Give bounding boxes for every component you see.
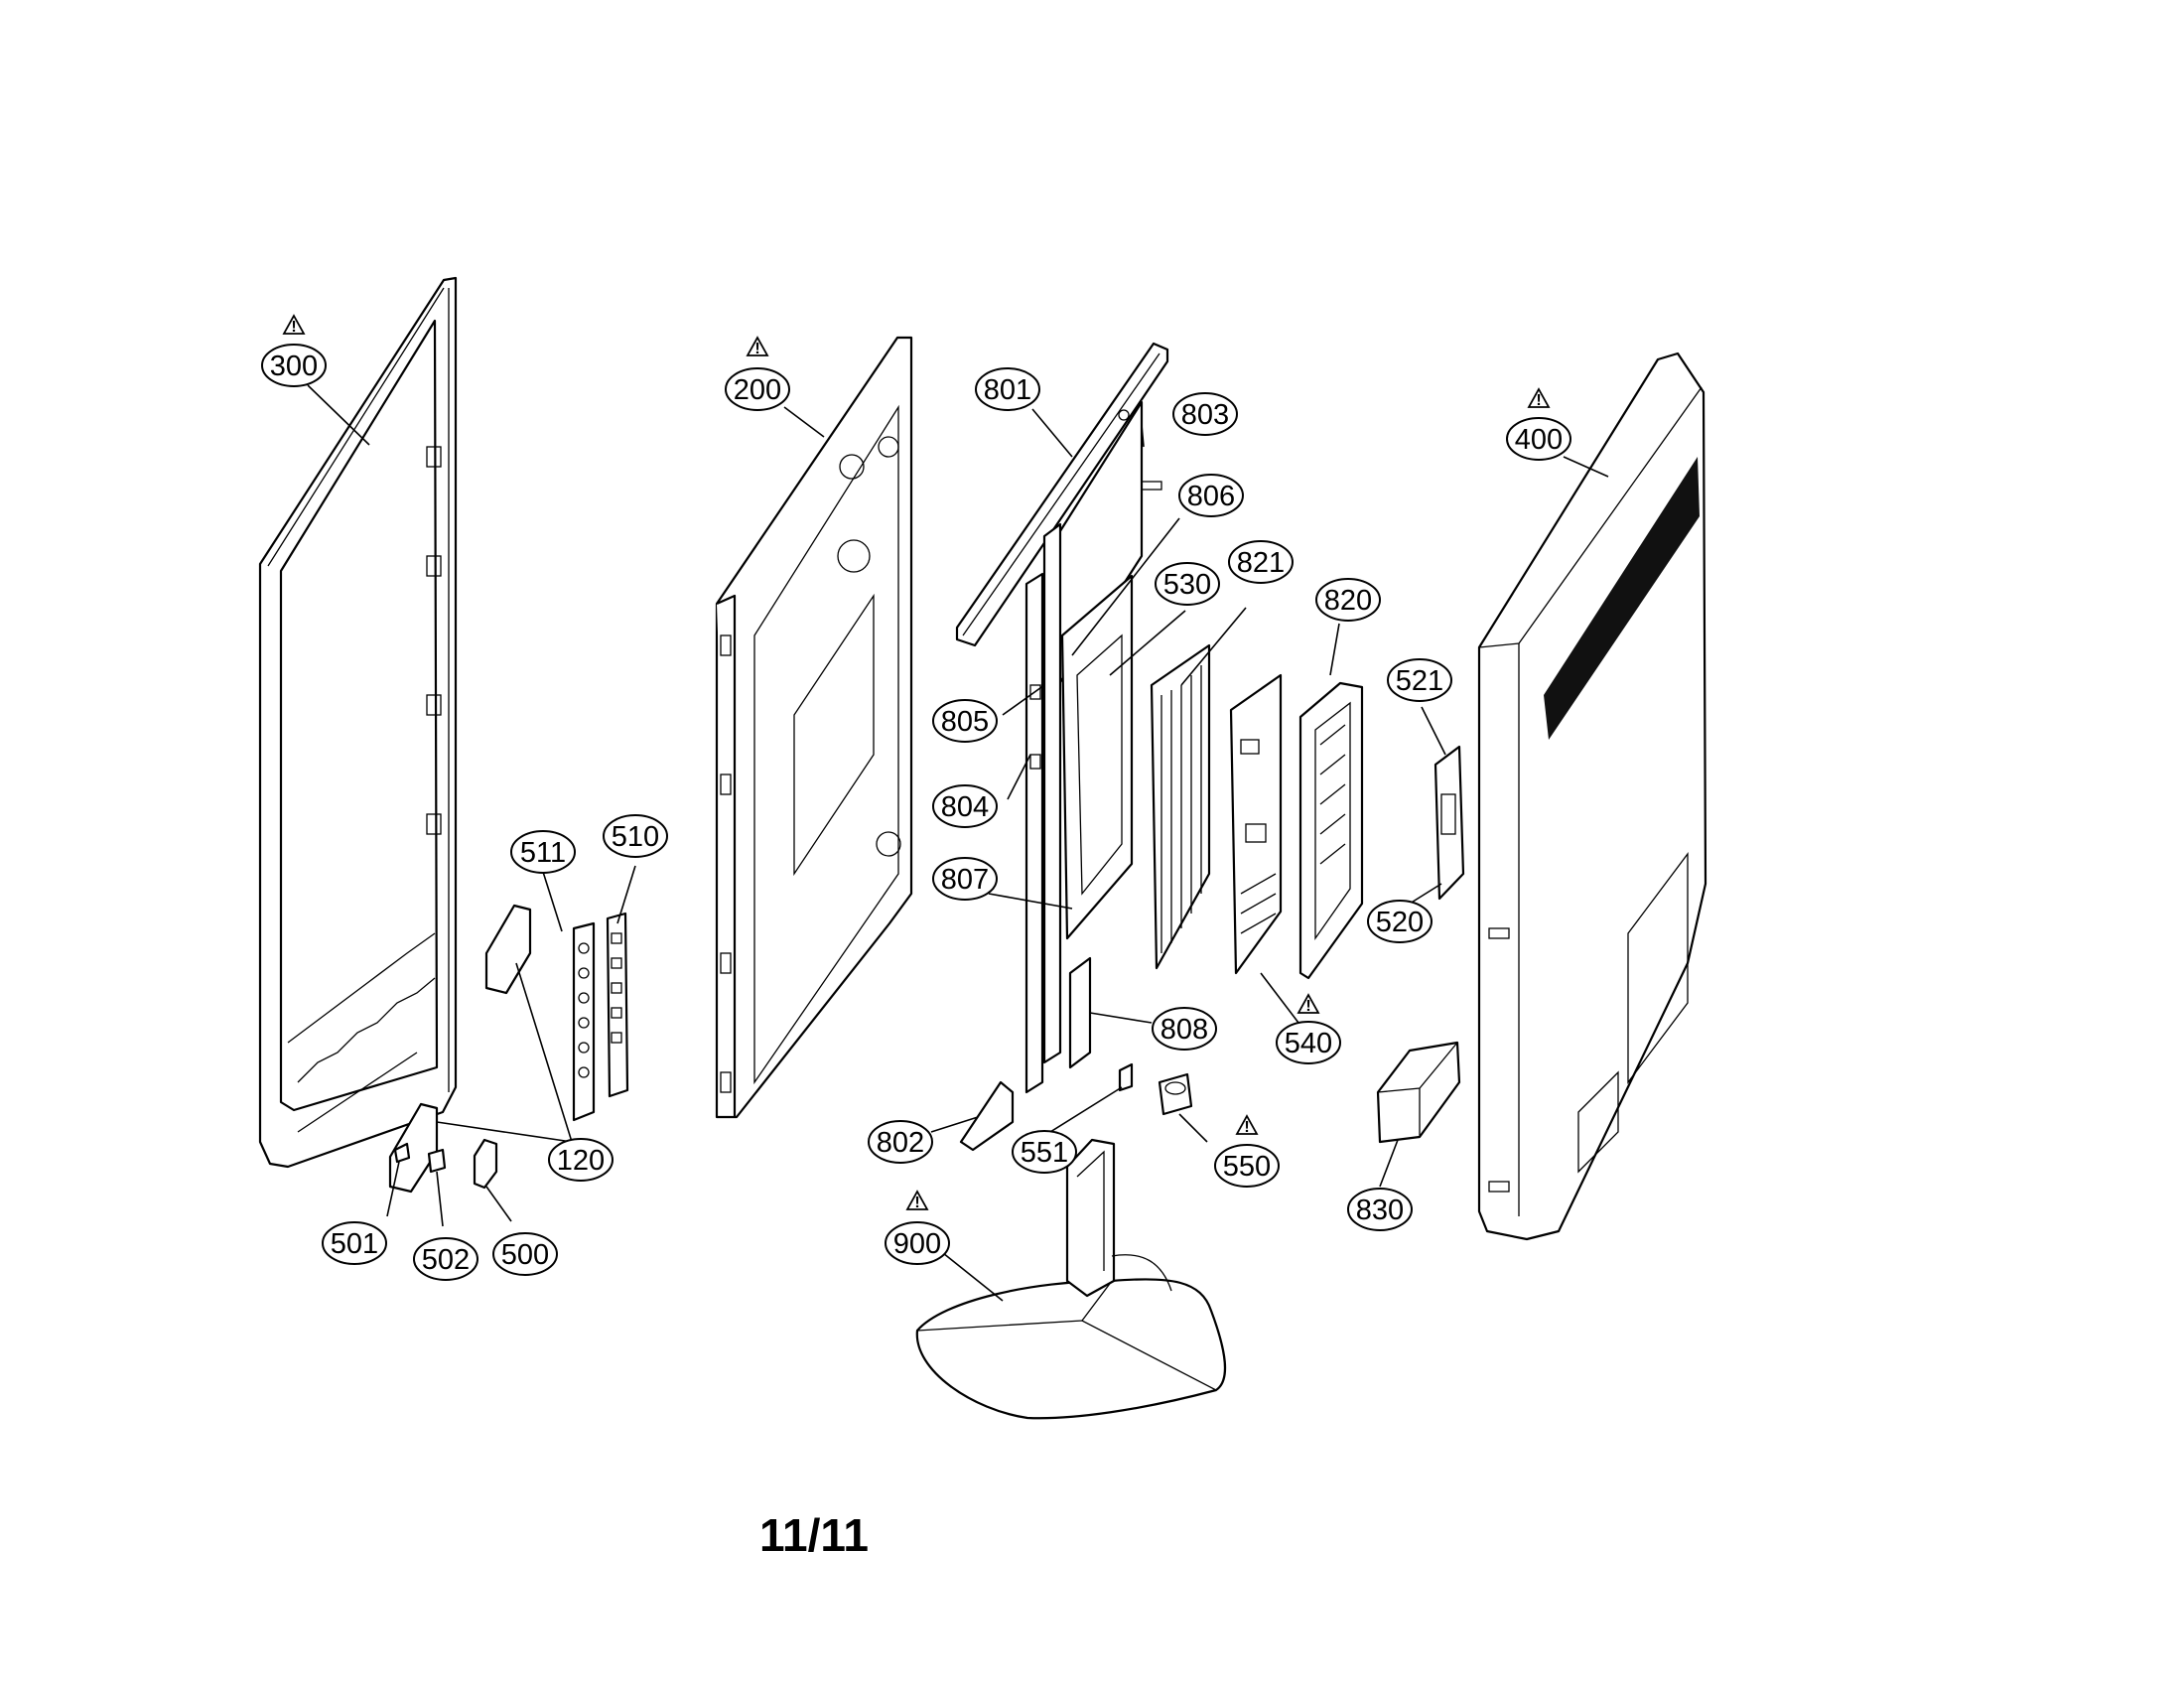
warning-triangle-icon: !	[1527, 387, 1551, 409]
part-808-bracket	[1068, 956, 1092, 1069]
callout-label: 511	[520, 837, 566, 869]
part-501-button	[393, 1142, 411, 1164]
callout-200: 200	[725, 367, 790, 411]
callout-500: 500	[492, 1232, 558, 1276]
callout-511: 511	[510, 830, 576, 874]
callout-521: 521	[1387, 658, 1452, 702]
callout-804: 804	[932, 784, 998, 828]
part-830-cover	[1376, 1041, 1461, 1144]
callout-502: 502	[413, 1237, 478, 1281]
callout-300: 300	[261, 344, 327, 387]
callout-label: 502	[422, 1244, 470, 1276]
callout-label: 530	[1163, 569, 1211, 601]
callout-400: 400	[1506, 417, 1571, 461]
callout-label: 802	[877, 1127, 924, 1159]
svg-text:!: !	[1536, 392, 1541, 409]
callout-501: 501	[322, 1221, 387, 1265]
callout-540: 540	[1276, 1021, 1341, 1064]
callout-label: 550	[1223, 1151, 1271, 1183]
callout-label: 820	[1324, 585, 1372, 617]
part-802-bottom-bracket	[959, 1080, 1015, 1152]
callout-label: 808	[1160, 1014, 1208, 1046]
callout-label: 200	[734, 374, 781, 406]
callout-820: 820	[1315, 578, 1381, 622]
callout-label: 500	[501, 1239, 549, 1271]
callout-label: 807	[941, 864, 989, 896]
warning-triangle-icon: !	[282, 314, 306, 336]
callout-label: 805	[941, 706, 989, 738]
part-900-stand	[915, 1138, 1227, 1420]
callout-label: 400	[1515, 424, 1563, 456]
callout-530: 530	[1155, 562, 1220, 606]
part-821-board-shield	[1150, 643, 1211, 970]
callout-label: 510	[612, 821, 659, 853]
callout-label: 801	[984, 374, 1031, 406]
callout-label: 520	[1376, 907, 1424, 938]
callout-821: 821	[1228, 540, 1294, 584]
svg-text:!: !	[291, 319, 296, 336]
callout-label: 821	[1237, 547, 1285, 579]
callout-label: 300	[270, 351, 318, 382]
part-550-ferrite	[1158, 1072, 1193, 1116]
callout-label: 551	[1021, 1137, 1068, 1169]
callout-label: 900	[893, 1228, 941, 1260]
svg-text:!: !	[1244, 1119, 1249, 1136]
callout-806: 806	[1178, 474, 1244, 517]
callout-label: 806	[1187, 481, 1235, 512]
callout-803: 803	[1172, 392, 1238, 436]
callout-120: 120	[548, 1138, 614, 1182]
warning-triangle-icon: !	[1235, 1114, 1259, 1136]
part-500-ir-board	[473, 1138, 498, 1190]
warning-triangle-icon: !	[1297, 993, 1320, 1015]
leader-lines	[307, 384, 1609, 1302]
part-820-shield	[1298, 681, 1364, 980]
part-511-button-strip	[572, 921, 596, 1122]
part-520-521-side-bracket	[1433, 745, 1465, 901]
callout-label: 803	[1181, 399, 1229, 431]
part-540-power-board	[1229, 673, 1283, 975]
callout-label: 804	[941, 791, 989, 823]
callout-label: 501	[331, 1228, 378, 1260]
callout-807: 807	[932, 857, 998, 901]
callout-801: 801	[975, 367, 1040, 411]
part-510-key-pcb	[606, 912, 629, 1098]
callout-label: 120	[557, 1145, 605, 1177]
callout-551: 551	[1012, 1130, 1077, 1174]
callout-label: 540	[1285, 1028, 1332, 1059]
warning-triangle-icon: !	[905, 1190, 929, 1211]
callout-550: 550	[1214, 1144, 1280, 1188]
callout-520: 520	[1367, 900, 1433, 943]
part-502-button	[427, 1148, 447, 1174]
svg-text:!: !	[754, 341, 759, 357]
callout-label: 521	[1396, 665, 1443, 697]
part-200-panel-frame	[715, 336, 913, 1119]
callout-830: 830	[1347, 1188, 1413, 1231]
part-400-back-cover	[1477, 352, 1707, 1241]
warning-triangle-icon: !	[746, 336, 769, 357]
callout-808: 808	[1152, 1007, 1217, 1051]
part-300-front-bezel	[258, 276, 458, 1169]
callout-label: 830	[1356, 1195, 1404, 1226]
part-801-top-bracket	[955, 342, 1169, 647]
page-number: 11/11	[759, 1509, 869, 1561]
callout-510: 510	[603, 814, 668, 858]
part-551-clip	[1118, 1062, 1134, 1092]
callout-900: 900	[885, 1221, 950, 1265]
callout-802: 802	[868, 1120, 933, 1164]
callout-805: 805	[932, 699, 998, 743]
svg-text:!: !	[914, 1195, 919, 1211]
svg-text:!: !	[1305, 998, 1310, 1015]
part-804-805-side-rails	[1024, 522, 1062, 1094]
part-530-main-board	[1060, 574, 1134, 940]
